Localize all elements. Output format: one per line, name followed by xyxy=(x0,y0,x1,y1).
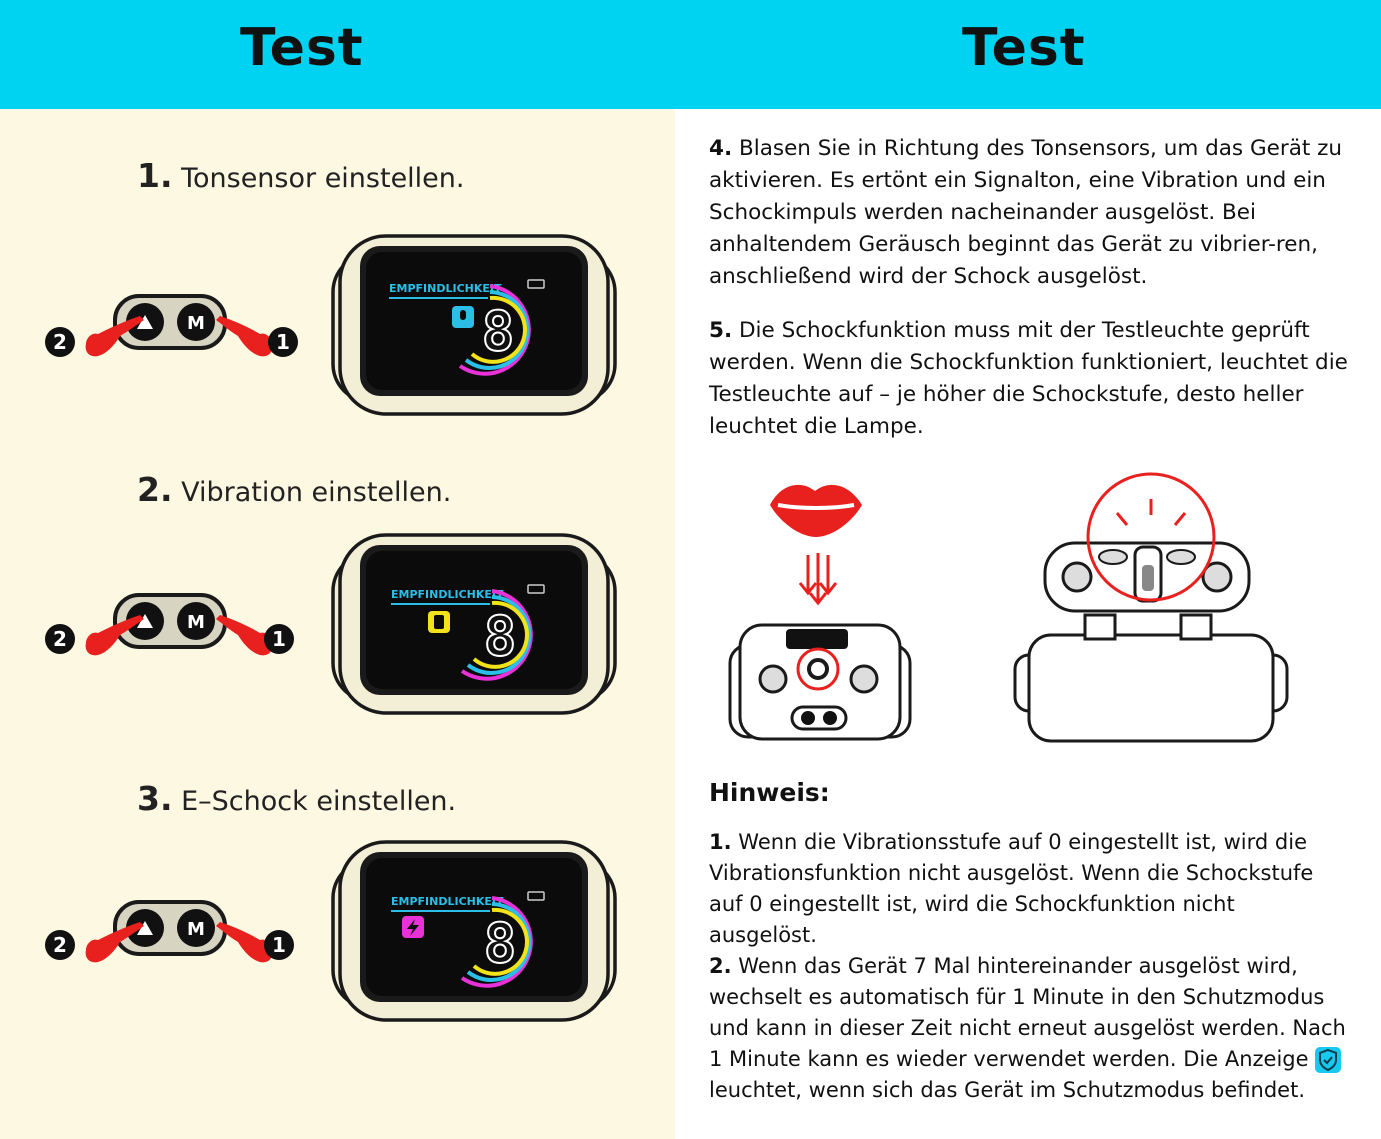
up-arrow-icon xyxy=(137,921,153,935)
callout-2-badge xyxy=(45,327,75,357)
m-button[interactable] xyxy=(177,909,215,947)
callout-1-label: 1 xyxy=(272,933,286,957)
instruction-5-text: Die Schockfunktion muss mit der Testleuc… xyxy=(709,318,1348,439)
step-2-illustration: M 2 1 EMPFINDLICHKEIT 8 xyxy=(45,533,617,715)
callout-2-badge xyxy=(45,930,75,960)
note-2-text-a: Wenn das Gerät 7 Mal hintereinander ausg… xyxy=(709,954,1346,1071)
callout-1-label: 1 xyxy=(276,330,290,354)
level-digit: 8 xyxy=(484,605,517,668)
step-2-label: Vibration einstellen. xyxy=(181,477,452,508)
instruction-4-text: Blasen Sie in Richtung des Tonsensors, u… xyxy=(709,136,1343,289)
left-title: Test xyxy=(240,18,364,78)
callout-1-badge xyxy=(268,327,298,357)
battery-icon xyxy=(527,279,545,289)
step-3-number: 3. xyxy=(137,779,173,818)
step-3-title: 3. E–Schock einstellen. xyxy=(137,779,456,818)
note-heading: Hinweis: xyxy=(709,778,830,807)
step-1-label: Tonsensor einstellen. xyxy=(181,163,465,194)
m-button[interactable] xyxy=(177,303,215,341)
battery-icon xyxy=(527,584,545,594)
receiver-base xyxy=(1013,613,1289,743)
m-button-label: M xyxy=(187,919,205,940)
m-button[interactable] xyxy=(177,602,215,640)
sensitivity-label: EMPFINDLICHKEIT xyxy=(391,895,504,908)
collar-buttons: M xyxy=(113,294,227,350)
right-title: Test xyxy=(962,18,1086,78)
up-arrow-icon xyxy=(137,614,153,628)
note-2-number: 2. xyxy=(709,954,732,978)
callout-2-label: 2 xyxy=(53,933,67,957)
right-finger-icon xyxy=(216,316,273,357)
step-1-number: 1. xyxy=(137,156,173,195)
light-rays-icon xyxy=(1115,499,1187,526)
level-digit: 8 xyxy=(482,300,515,363)
device-body xyxy=(331,840,617,1022)
right-finger-icon xyxy=(216,615,273,656)
instruction-4: 4. Blasen Sie in Richtung des Tonsensors… xyxy=(709,133,1349,293)
step-2-title: 2. Vibration einstellen. xyxy=(137,470,451,509)
callout-1-badge xyxy=(264,930,294,960)
device-body xyxy=(331,533,617,715)
left-finger-icon xyxy=(85,922,144,963)
note-1: 1. Wenn die Vibrationsstufe auf 0 einges… xyxy=(709,827,1349,951)
step-3-label: E–Schock einstellen. xyxy=(181,786,457,817)
instruction-5: 5. Die Schockfunktion muss mit der Testl… xyxy=(709,315,1349,443)
step-1-title: 1. Tonsensor einstellen. xyxy=(137,156,465,195)
m-button-label: M xyxy=(187,612,205,633)
right-finger-icon xyxy=(216,922,273,963)
m-button-label: M xyxy=(187,313,205,334)
note-2-text-b: leuchtet, wenn sich das Gerät im Schutzm… xyxy=(709,1078,1305,1102)
callout-2-label: 2 xyxy=(53,627,67,651)
instruction-5-number: 5. xyxy=(709,318,733,343)
level-ring xyxy=(460,896,533,988)
note-2: 2. Wenn das Gerät 7 Mal hintereinander a… xyxy=(709,951,1349,1106)
sound-sensor xyxy=(807,658,829,680)
callout-2-label: 2 xyxy=(53,330,67,354)
left-finger-icon xyxy=(85,615,144,656)
note-1-number: 1. xyxy=(709,830,732,854)
left-finger-icon xyxy=(85,316,144,357)
test-lamp xyxy=(1043,541,1251,613)
instruction-4-number: 4. xyxy=(709,136,733,161)
up-arrow-icon xyxy=(137,315,153,329)
blow-sensor-illustration xyxy=(728,484,912,741)
receiver-top-view xyxy=(728,623,912,741)
battery-icon xyxy=(527,891,545,901)
note-1-text: Wenn die Vibrationsstufe auf 0 eingestel… xyxy=(709,830,1314,947)
highlight-circle xyxy=(1086,472,1216,602)
sensitivity-label: EMPFINDLICHKEIT xyxy=(389,282,502,295)
device-body xyxy=(331,234,617,416)
arrows-down-icon xyxy=(798,553,838,606)
test-light-illustration xyxy=(1013,472,1289,743)
header-bar: Test Test xyxy=(0,0,1381,109)
collar-buttons: M xyxy=(113,900,227,956)
level-ring xyxy=(458,284,531,376)
shield-icon xyxy=(1315,1047,1342,1073)
step-2-number: 2. xyxy=(137,470,173,509)
level-digit: 8 xyxy=(484,912,517,975)
level-ring xyxy=(460,589,533,681)
step-3-illustration: M 2 1 EMPFINDLICHKEIT 8 xyxy=(45,840,617,1022)
lips-icon xyxy=(770,484,862,537)
callout-1-badge xyxy=(264,624,294,654)
callout-2-badge xyxy=(45,624,75,654)
callout-1-label: 1 xyxy=(272,627,286,651)
sensitivity-label: EMPFINDLICHKEIT xyxy=(391,588,504,601)
step-1-illustration: M 2 1 EMPFINDLICHKEIT 8 xyxy=(45,234,617,416)
